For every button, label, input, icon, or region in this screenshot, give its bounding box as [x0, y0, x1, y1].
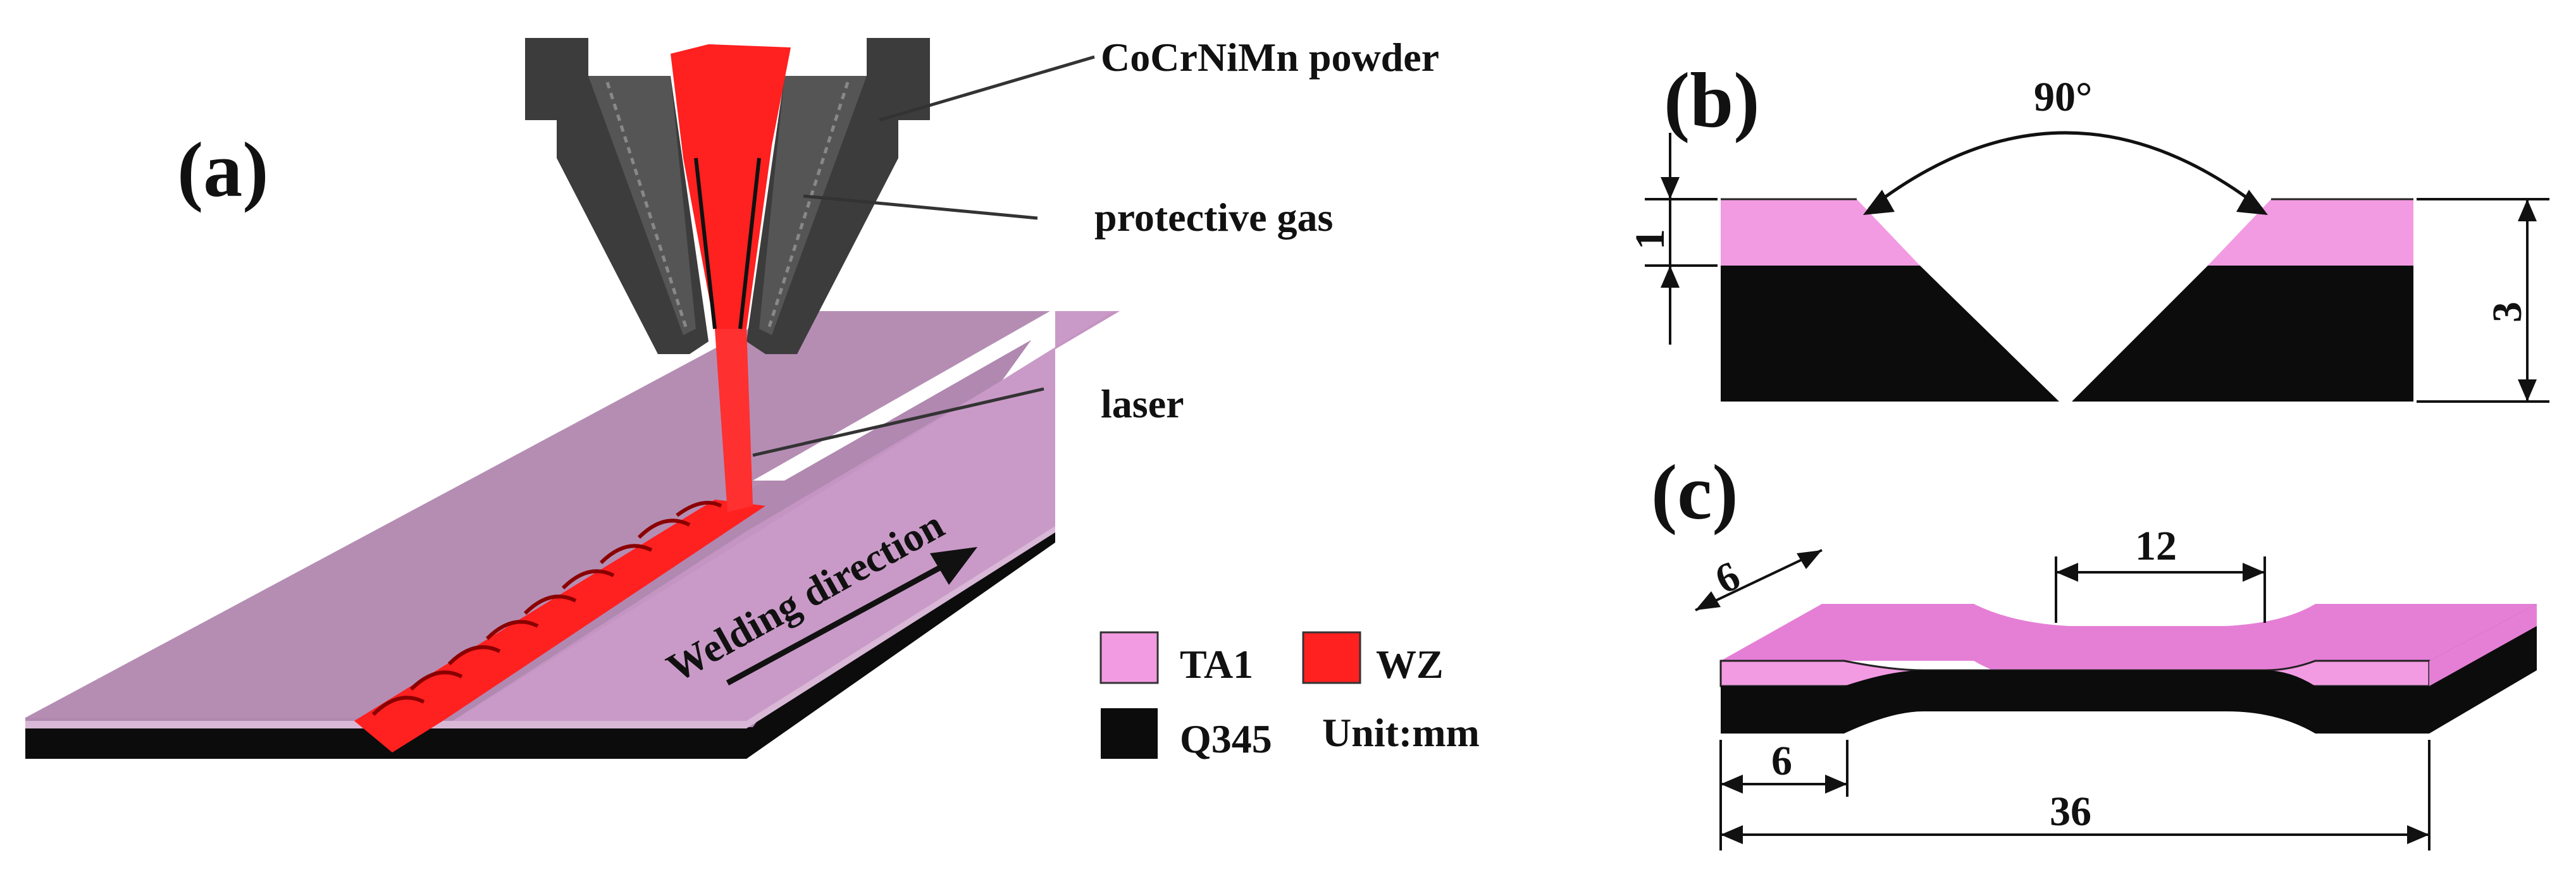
panel-a: (a) CoCrNiMn powder protective gas laser…	[25, 35, 1480, 761]
legend: TA1 WZ Q345 Unit:mm	[1099, 631, 1480, 761]
legend-q345-label: Q345	[1180, 716, 1272, 761]
specimen-top	[1721, 604, 2537, 686]
b-left-ta1	[1721, 199, 1920, 266]
specimen-q345	[1721, 670, 2429, 734]
dim-width: 6	[1708, 552, 1747, 603]
weld-zone	[354, 500, 765, 752]
gas-label: protective gas	[1094, 195, 1333, 240]
dim-gauge: 12	[2135, 523, 2177, 569]
legend-wz-label: WZ	[1376, 642, 1444, 687]
dim-length: 36	[2050, 789, 2091, 835]
legend-q345-swatch	[1101, 708, 1158, 759]
powder-label: CoCrNiMn powder	[1101, 35, 1439, 80]
panel-b-label: (b)	[1664, 57, 1760, 144]
dim-total: 3	[2484, 302, 2530, 322]
legend-wz-swatch	[1302, 631, 1361, 684]
b-left-q345	[1721, 266, 2059, 402]
panel-c: (c) 6 12 6 36	[1651, 449, 2537, 851]
panel-a-label: (a)	[177, 126, 269, 213]
gas-leader	[803, 194, 1038, 220]
panel-b: (b) 90° 1 3	[1627, 57, 2549, 403]
laser-beam	[671, 44, 791, 512]
legend-ta1-swatch	[1099, 631, 1159, 684]
direction-arrow	[726, 547, 977, 685]
dim-top-layer: 1	[1627, 229, 1673, 250]
laser-leader	[752, 387, 1044, 457]
q345-plate	[25, 531, 1055, 759]
dim-shoulder: 6	[1771, 738, 1792, 784]
groove	[753, 311, 1082, 481]
b-right-q345	[2072, 266, 2413, 402]
legend-ta1-label: TA1	[1180, 642, 1253, 687]
panel-c-label: (c)	[1651, 449, 1738, 536]
angle-arc	[1868, 131, 2263, 210]
powder-leader	[879, 55, 1095, 122]
angle-label: 90°	[2034, 74, 2092, 120]
laser-label: laser	[1101, 381, 1184, 426]
nozzle	[525, 38, 930, 512]
legend-unit-label: Unit:mm	[1322, 710, 1480, 755]
b-right-ta1	[2208, 199, 2413, 266]
